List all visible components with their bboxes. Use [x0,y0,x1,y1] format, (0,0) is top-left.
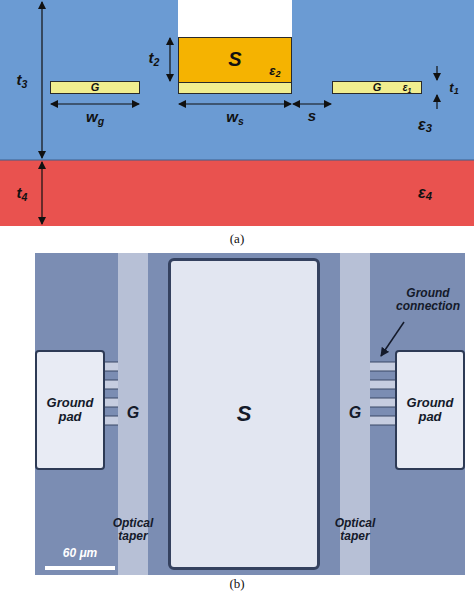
dimension-arrow [169,38,170,81]
node-label: S [237,402,252,425]
panel-caption: (b) [229,577,244,591]
dimension-label: t1 [449,81,458,95]
dimension-arrow [41,2,42,158]
node-label: ε3 [418,117,432,134]
dimension-arrow [51,103,139,104]
dimension-label: t3 [17,72,28,88]
dimension-arrow [293,103,331,104]
cladding-layer [0,0,474,160]
ground-tab [369,362,396,371]
layer-boundary [0,160,474,161]
ground-tab [104,362,119,371]
node-label: G [91,82,100,94]
node-label: Ground pad [40,396,100,423]
dimension-label: wg [86,109,104,125]
node-label: S [228,49,241,70]
dimension-label: s [308,108,316,124]
material-label: ε1 [403,82,412,93]
dimension-arrow [41,162,42,224]
substrate-band: ε4 [0,160,474,226]
ground-tab [104,380,119,389]
ground-tab [369,416,396,425]
node-label: Ground pad [400,396,460,423]
substrate-layer [0,160,474,226]
part-label: Optical taper [102,517,164,542]
part-label: Optical taper [324,517,386,542]
ground-tab [369,398,396,407]
node-label: ε4 [418,185,432,202]
scale-label: 60 μm [63,547,98,560]
dimension-label: t4 [17,185,28,201]
dimension-arrow [179,103,291,104]
ground-tab [369,380,396,389]
ground-tab [104,398,119,407]
node-label: G [127,405,139,422]
ground-electrode: G [50,81,140,94]
node-label: G [373,82,382,94]
dimension-arrow [436,66,437,80]
ground-electrode: Gε1 [332,81,422,94]
scale-bar [45,566,115,570]
dimension-label: t2 [149,50,160,66]
signal-pad: S [168,258,320,570]
ground-pad: Ground pad [35,350,105,470]
cladding-band: ε3 G Sε2Gε1 [0,0,474,160]
cladding-opening [178,0,292,37]
dimension-arrow [436,95,437,109]
panel-caption: (a) [230,232,244,246]
ground-pad: Ground pad [395,350,465,470]
ground-tab [104,416,119,425]
dimension-label: ws [226,109,244,125]
node-label: G [349,405,361,422]
callout-label: Ground connection [393,287,463,312]
micrograph-background [35,253,465,575]
signal-electrode: Sε2 [178,37,292,94]
material-label: ε2 [269,64,280,78]
